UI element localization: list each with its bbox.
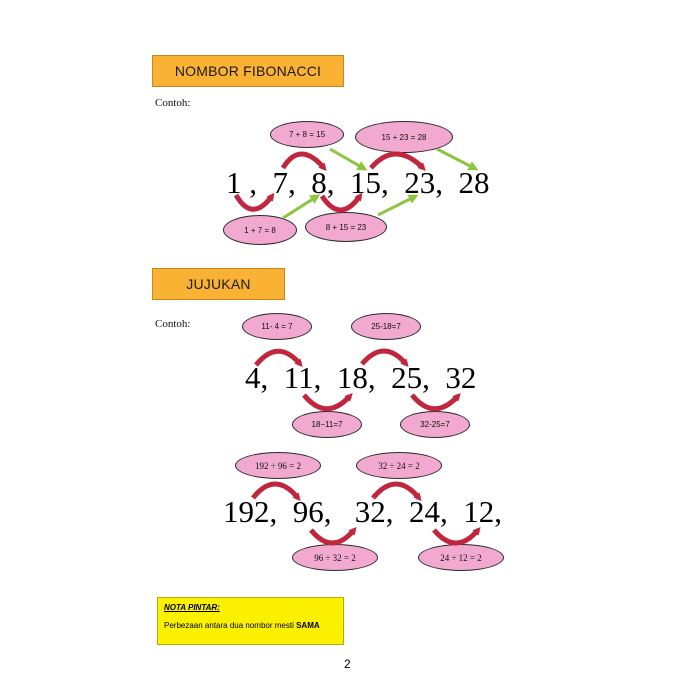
fibonacci-sequence: 1 , 7, 8, 15, 23, 28 (226, 165, 490, 200)
equation-oval: 8 + 15 = 23 (305, 212, 387, 242)
equation-oval: 18−11=7 (292, 411, 362, 438)
equation-oval: 15 + 23 = 28 (355, 121, 453, 153)
curved-arrow-icon (410, 393, 461, 412)
smart-note-box: NOTA PINTAR: Perbezaan antara dua nombor… (157, 597, 344, 645)
difference-sequence: 4, 11, 18, 25, 32 (245, 360, 477, 395)
page-number: 2 (344, 657, 351, 671)
section-title-fibonacci: NOMBOR FIBONACCI (152, 55, 344, 87)
example-label: Contoh: (155, 97, 191, 109)
curved-arrow-icon (309, 526, 357, 546)
green-arrow-icon (282, 194, 321, 220)
equation-oval: 192 ÷ 96 = 2 (235, 452, 321, 479)
curved-arrow-icon (302, 393, 353, 412)
note-body-text: Perbezaan antara dua nombor mesti (164, 621, 297, 630)
example-label: Contoh: (155, 318, 191, 330)
note-body: Perbezaan antara dua nombor mesti SAMA (164, 621, 337, 630)
equation-oval: 25-18=7 (351, 313, 421, 340)
note-emphasis: SAMA (296, 621, 320, 630)
equation-oval: 96 ÷ 32 = 2 (292, 544, 378, 571)
curved-arrow-icon (432, 526, 481, 546)
note-title: NOTA PINTAR: (164, 603, 220, 612)
equation-oval: 32-25=7 (400, 411, 470, 438)
section-title-jujukan: JUJUKAN (152, 268, 285, 300)
equation-oval: 7 + 8 = 15 (270, 121, 344, 148)
equation-oval: 11- 4 = 7 (242, 313, 312, 340)
equation-oval: 32 ÷ 24 = 2 (356, 452, 442, 479)
equation-oval: 1 + 7 = 8 (223, 215, 297, 245)
equation-oval: 24 ÷ 12 = 2 (418, 544, 504, 571)
ratio-sequence: 192, 96, 32, 24, 12, (223, 494, 502, 529)
